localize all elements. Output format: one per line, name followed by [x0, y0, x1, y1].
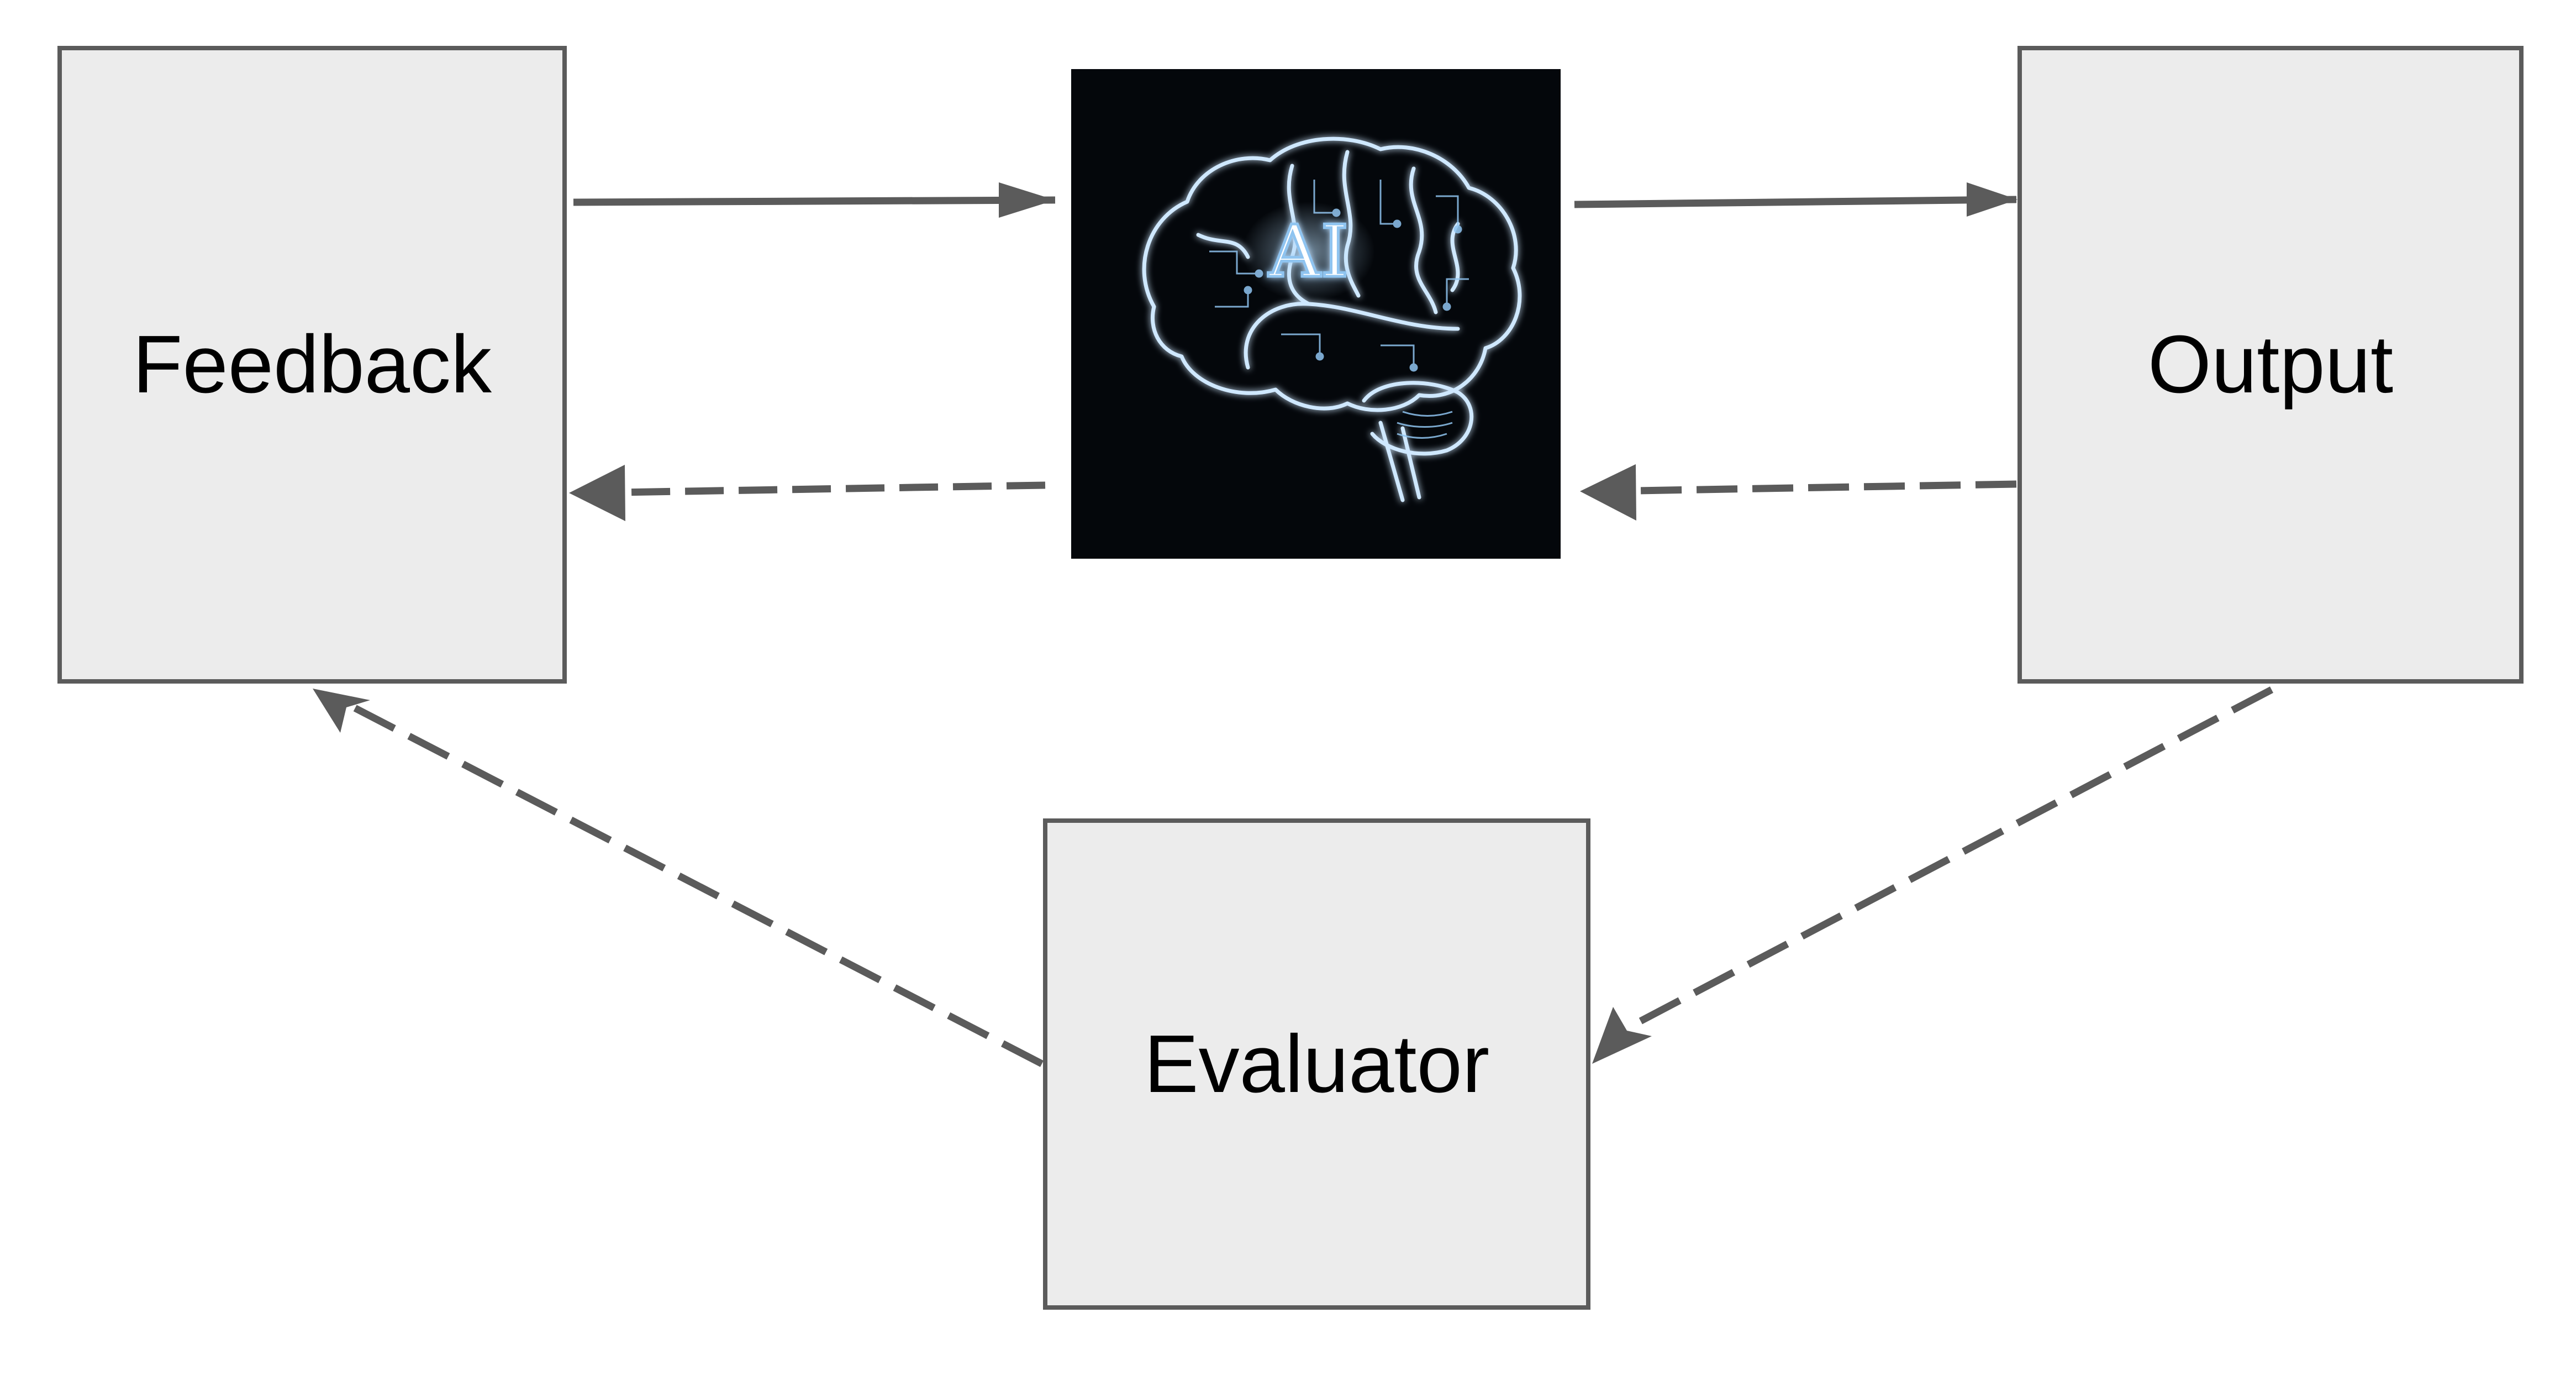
edge-output-to-evaluator[interactable] — [1627, 686, 2274, 1030]
edge-output-to-ai[interactable] — [1635, 480, 2017, 495]
ai-brain-node[interactable]: AI — [1071, 69, 1561, 559]
output-node[interactable]: Output — [2017, 46, 2524, 684]
edge-evaluator-to-feedback[interactable] — [352, 704, 1044, 1067]
arrowhead-icon — [1592, 1007, 1652, 1064]
ai-brain-icon: AI — [1142, 136, 1522, 502]
feedback-node[interactable]: Feedback — [57, 46, 567, 684]
edge-ai-to-output[interactable] — [1574, 196, 2017, 208]
evaluator-label: Evaluator — [1144, 1018, 1490, 1110]
ai-text: AI — [1268, 209, 1348, 293]
edge-ai-to-feedback[interactable] — [618, 481, 1046, 496]
edge-feedback-to-ai[interactable] — [573, 196, 1056, 206]
output-label: Output — [2147, 319, 2394, 410]
evaluator-node[interactable]: Evaluator — [1043, 818, 1590, 1310]
arrowhead-icon — [569, 465, 625, 521]
feedback-label: Feedback — [133, 319, 492, 410]
arrowhead-icon — [1580, 464, 1636, 521]
